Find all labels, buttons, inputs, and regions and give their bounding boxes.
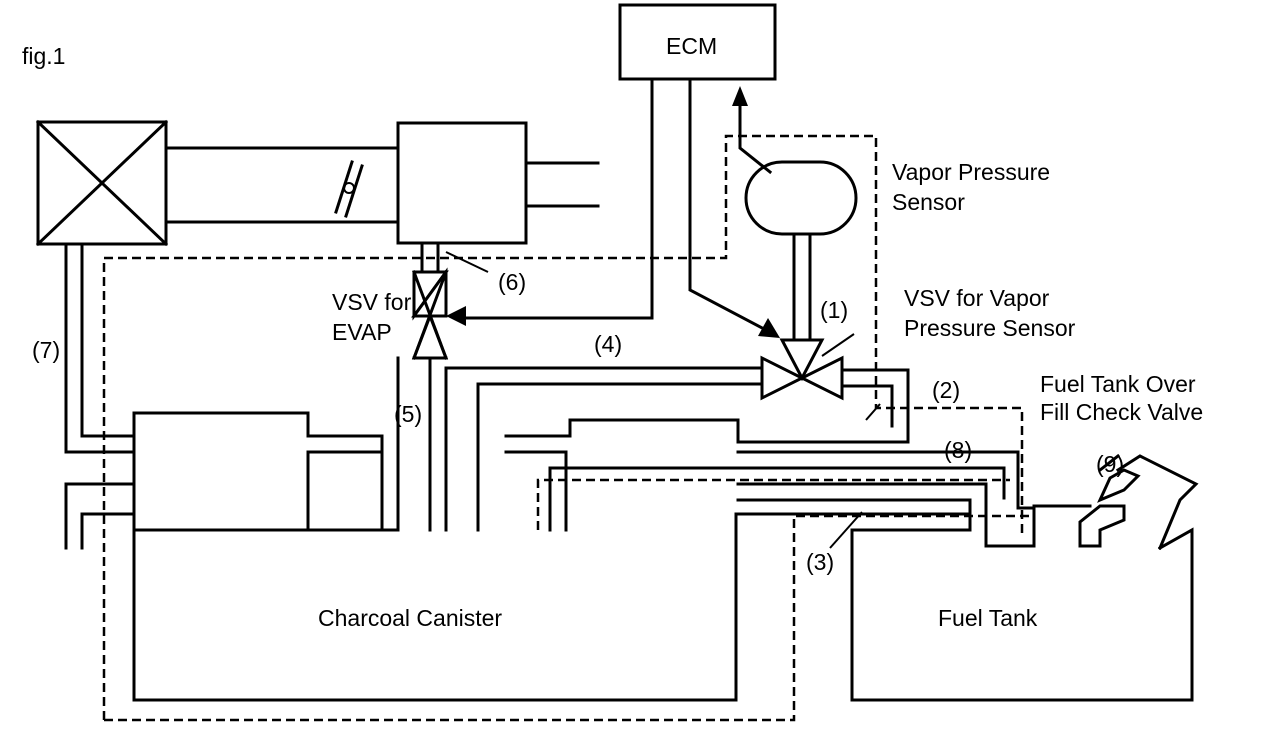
hose-2 bbox=[504, 368, 910, 444]
leader-lines bbox=[821, 333, 881, 549]
callout-1: (1) bbox=[820, 297, 848, 323]
callout-7: (7) bbox=[32, 337, 60, 363]
hose-7 bbox=[64, 242, 136, 454]
callout-8: (8) bbox=[944, 437, 972, 463]
air-cleaner bbox=[35, 119, 169, 247]
ecm-box bbox=[618, 3, 777, 81]
vsv-vps-label-2: Pressure Sensor bbox=[904, 315, 1076, 341]
vsv-vps-label-1: VSV for Vapor bbox=[904, 285, 1050, 311]
ecm-label: ECM bbox=[666, 33, 717, 59]
hose-4 bbox=[444, 366, 764, 532]
fuel-tank-label: Fuel Tank bbox=[938, 605, 1038, 631]
sensor-signal-ecm bbox=[732, 86, 773, 175]
vapor-pressure-sensor-label-1: Vapor Pressure bbox=[892, 159, 1050, 185]
fill-check-valve bbox=[1016, 504, 1092, 548]
vent-pipe bbox=[64, 482, 136, 550]
hose-8 bbox=[504, 450, 1036, 548]
callout-4: (4) bbox=[594, 331, 622, 357]
canister-chambers bbox=[132, 411, 384, 532]
callout-3: (3) bbox=[806, 549, 834, 575]
vapor-pressure-sensor-label-2: Sensor bbox=[892, 189, 965, 215]
figure-label: fig.1 bbox=[22, 43, 65, 69]
ecm-signal-evap bbox=[446, 77, 654, 326]
intake-runners bbox=[524, 161, 600, 208]
dashed-pressure-lines bbox=[102, 134, 1034, 722]
intake-duct bbox=[164, 146, 400, 224]
charcoal-canister-body bbox=[132, 512, 972, 702]
vapor-pressure-sensor bbox=[744, 160, 858, 236]
vsv-for-evap-valve bbox=[411, 267, 449, 360]
callout-5: (5) bbox=[394, 401, 422, 427]
throttle-valve bbox=[334, 160, 364, 218]
vsv-for-vapor-pressure-sensor bbox=[760, 338, 844, 401]
sensor-stem bbox=[792, 232, 812, 342]
callout-2: (2) bbox=[932, 377, 960, 403]
ecm-signal-vps bbox=[688, 77, 780, 338]
check-valve-label-1: Fuel Tank Over bbox=[1040, 371, 1196, 397]
fuel-tank-body bbox=[850, 527, 1194, 702]
intake-manifold bbox=[396, 121, 528, 245]
vsv-evap-label-2: EVAP bbox=[332, 319, 392, 345]
hose-6 bbox=[420, 241, 489, 274]
filler-neck bbox=[1078, 453, 1199, 550]
hose-5 bbox=[396, 356, 432, 532]
check-valve-label-2: Fill Check Valve bbox=[1040, 399, 1203, 425]
callout-6: (6) bbox=[498, 269, 526, 295]
charcoal-canister-label: Charcoal Canister bbox=[318, 605, 502, 631]
callout-9: (9) bbox=[1096, 451, 1124, 477]
vsv-evap-label-1: VSV for bbox=[332, 289, 412, 315]
